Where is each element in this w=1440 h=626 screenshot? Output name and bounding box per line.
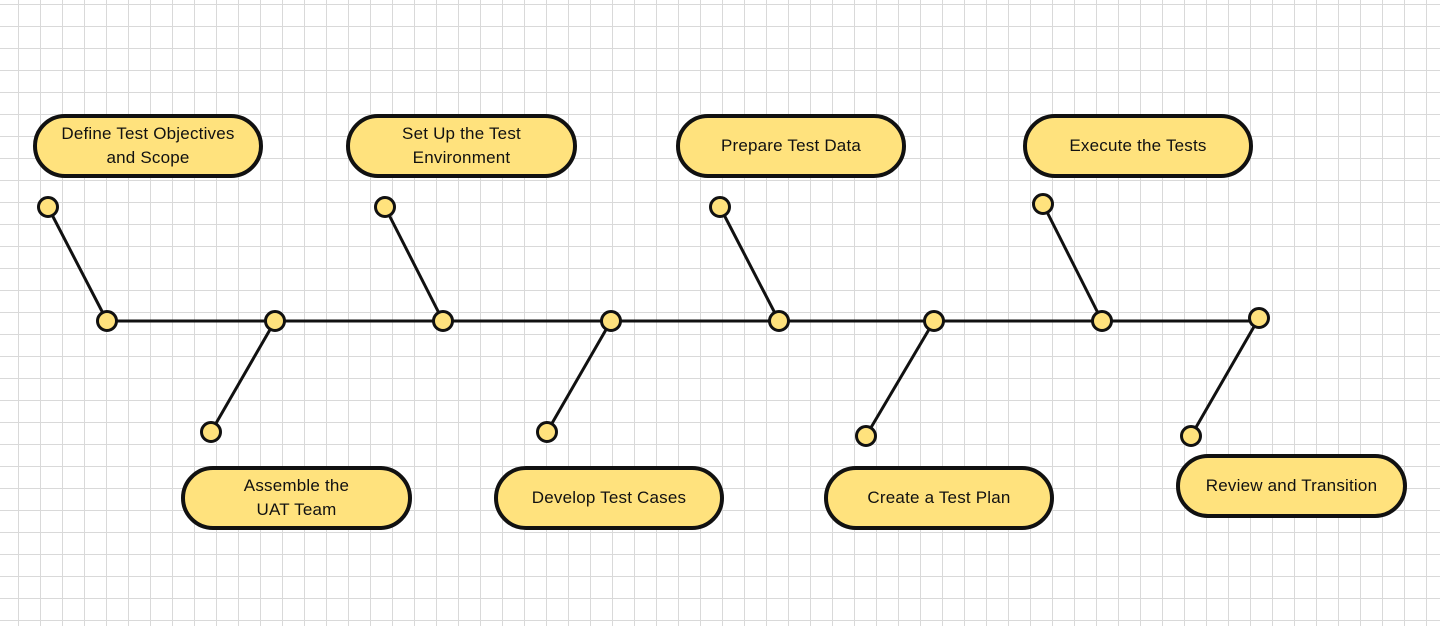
step-set-up-test-environment: Set Up the Test Environment (346, 114, 577, 178)
branch-line-4 (545, 320, 613, 433)
branch-end-node-2 (200, 421, 222, 443)
spine-node-5 (768, 310, 790, 332)
spine-node-1 (96, 310, 118, 332)
step-review-and-transition: Review and Transition (1176, 454, 1407, 518)
branch-end-node-7 (1032, 193, 1054, 215)
branch-end-node-4 (536, 421, 558, 443)
step-develop-test-cases: Develop Test Cases (494, 466, 724, 530)
step-execute-tests: Execute the Tests (1023, 114, 1253, 178)
spine-node-3 (432, 310, 454, 332)
branch-line-5 (718, 206, 781, 322)
branch-line-2 (209, 320, 277, 433)
branch-line-8 (1189, 317, 1261, 437)
step-prepare-test-data: Prepare Test Data (676, 114, 906, 178)
spine-node-7 (1091, 310, 1113, 332)
spine-node-8 (1248, 307, 1270, 329)
branch-line-7 (1041, 203, 1104, 322)
branch-line-3 (383, 206, 445, 322)
branch-end-node-6 (855, 425, 877, 447)
branch-line-6 (864, 320, 936, 437)
step-assemble-uat-team: Assemble the UAT Team (181, 466, 412, 530)
step-create-test-plan: Create a Test Plan (824, 466, 1054, 530)
spine-node-2 (264, 310, 286, 332)
spine-node-4 (600, 310, 622, 332)
branch-end-node-8 (1180, 425, 1202, 447)
branch-end-node-5 (709, 196, 731, 218)
branch-line-1 (46, 206, 109, 322)
branch-end-node-1 (37, 196, 59, 218)
step-define-test-objectives: Define Test Objectives and Scope (33, 114, 263, 178)
spine-node-6 (923, 310, 945, 332)
branch-end-node-3 (374, 196, 396, 218)
